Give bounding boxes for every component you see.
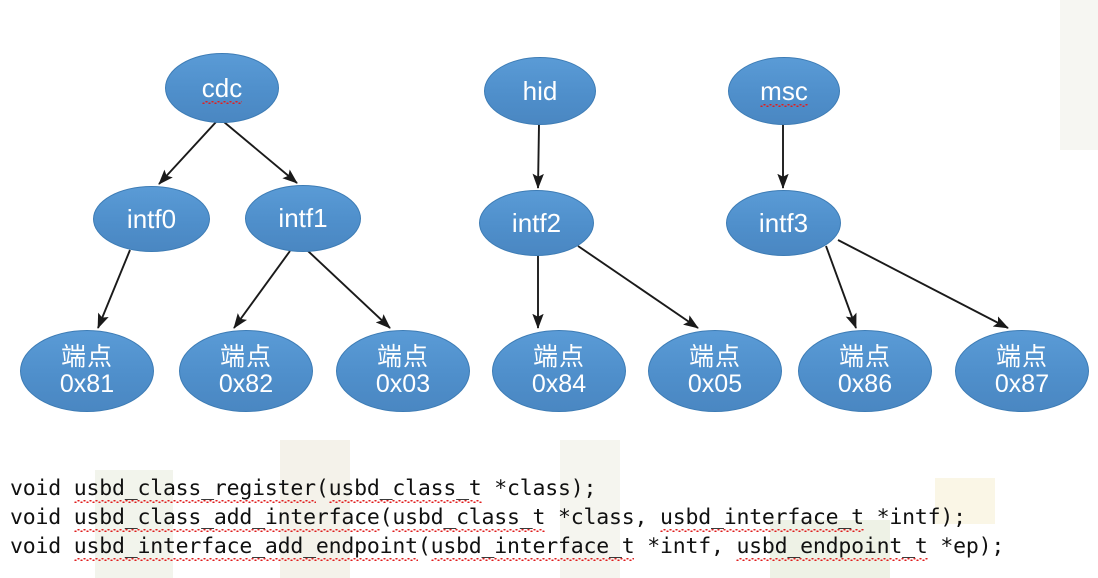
class-node-cdc[interactable]: cdc [165,53,279,123]
edge-intf1-to-ep82 [233,250,291,329]
interface-node-intf0[interactable]: intf0 [93,186,210,252]
edge-hid-to-intf2 [532,123,544,189]
interface-node-intf2[interactable]: intf2 [479,190,594,256]
spellcheck-token: usbd_interface_add_endpoint [73,534,418,559]
class-node-label: cdc [201,72,243,105]
spellcheck-token: usbd_class_add_interface [73,505,380,530]
interface-node-label: intf0 [126,203,177,234]
endpoint-label-cn: 端点 [995,343,1048,371]
code-line-3: void usbd_interface_add_endpoint(usbd_in… [10,534,1005,559]
code-snippet-block: void usbd_class_register(usbd_class_t *c… [10,474,1090,561]
class-node-label: hid [522,75,558,106]
interface-node-label: intf3 [758,207,809,238]
spellcheck-token: usbd_class_register [73,476,316,501]
endpoint-label-cn: 端点 [838,343,891,371]
endpoint-label-cn: 端点 [376,343,429,371]
edge-cdc-to-intf0 [158,121,217,185]
edge-intf0-to-ep81 [97,249,131,329]
edge-intf3-to-ep87 [837,239,1009,329]
edge-cdc-to-intf1 [223,121,298,184]
code-line-1: void usbd_class_register(usbd_class_t *c… [10,476,597,501]
edge-intf2-to-ep05 [577,245,699,329]
endpoint-address: 0x82 [218,370,274,398]
endpoint-label-cn: 端点 [688,343,741,371]
endpoint-address: 0x86 [837,370,893,398]
spellcheck-token: usbd_class_t [328,476,482,501]
interface-node-label: intf1 [278,203,328,234]
spellcheck-token: usbd_endpoint_t [736,534,928,559]
class-node-msc[interactable]: msc [728,57,840,125]
class-node-hid[interactable]: hid [484,57,596,125]
class-node-label: msc [760,75,808,108]
spellcheck-token: usbd_class_t [392,505,546,530]
endpoint-label-cn: 端点 [532,343,585,371]
interface-node-label: intf2 [511,207,562,238]
code-line-2: void usbd_class_add_interface(usbd_class… [10,505,966,530]
interface-node-intf3[interactable]: intf3 [726,190,841,256]
edge-intf1-to-ep03 [307,250,391,329]
endpoint-label-cn: 端点 [60,343,113,371]
spellcheck-token: usbd_interface_t [430,534,635,559]
endpoint-address: 0x05 [687,370,743,398]
interface-node-intf1[interactable]: intf1 [245,185,361,252]
edge-intf3-to-ep86 [825,245,857,329]
spellcheck-token: usbd_interface_t [659,505,864,530]
endpoint-address: 0x87 [994,370,1050,398]
endpoint-address: 0x84 [531,370,587,398]
endpoint-address: 0x81 [59,370,115,398]
endpoint-address: 0x03 [375,370,431,398]
edge-layer [97,121,1009,329]
endpoint-label-cn: 端点 [219,343,272,371]
